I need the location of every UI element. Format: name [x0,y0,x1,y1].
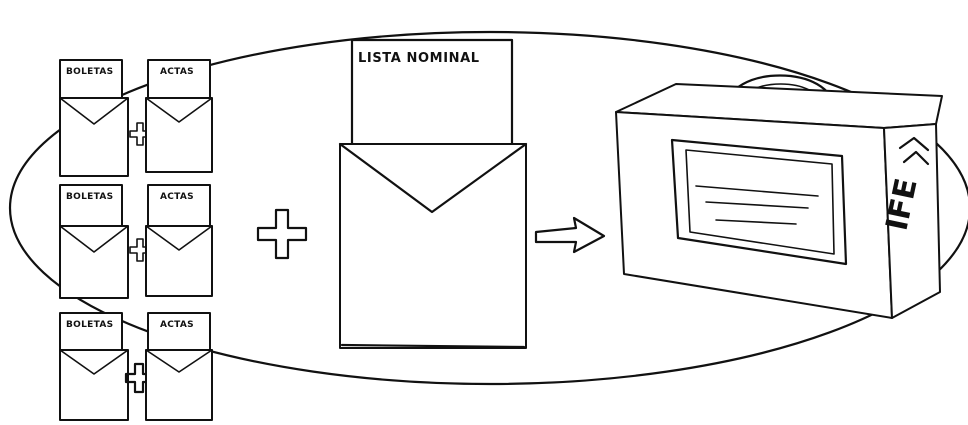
arrow-icon [536,218,604,252]
lista-nominal-label: LISTA NOMINAL [358,51,480,66]
envelope-pair-row-1: BOLETAS ACTAS [60,60,212,176]
boletas-label: BOLETAS [66,67,113,77]
actas-label: ACTAS [160,320,194,330]
boletas-label: BOLETAS [66,320,113,330]
lista-nominal-envelope: LISTA NOMINAL [340,40,526,348]
actas-envelope-1: ACTAS [146,60,212,172]
boletas-envelope-2: BOLETAS [60,185,128,298]
actas-envelope-3: ACTAS [146,313,212,420]
actas-envelope-2: ACTAS [146,185,212,296]
envelope-pair-row-2: BOLETAS ACTAS [60,185,212,298]
ballot-box-icon: IFE [616,76,942,319]
actas-label: ACTAS [160,67,194,77]
plus-icon [258,210,306,258]
boletas-envelope-1: BOLETAS [60,60,128,176]
boletas-envelope-3: BOLETAS [60,313,128,420]
actas-label: ACTAS [160,192,194,202]
envelope-pair-row-3: BOLETAS ACTAS [60,313,212,420]
boletas-label: BOLETAS [66,192,113,202]
